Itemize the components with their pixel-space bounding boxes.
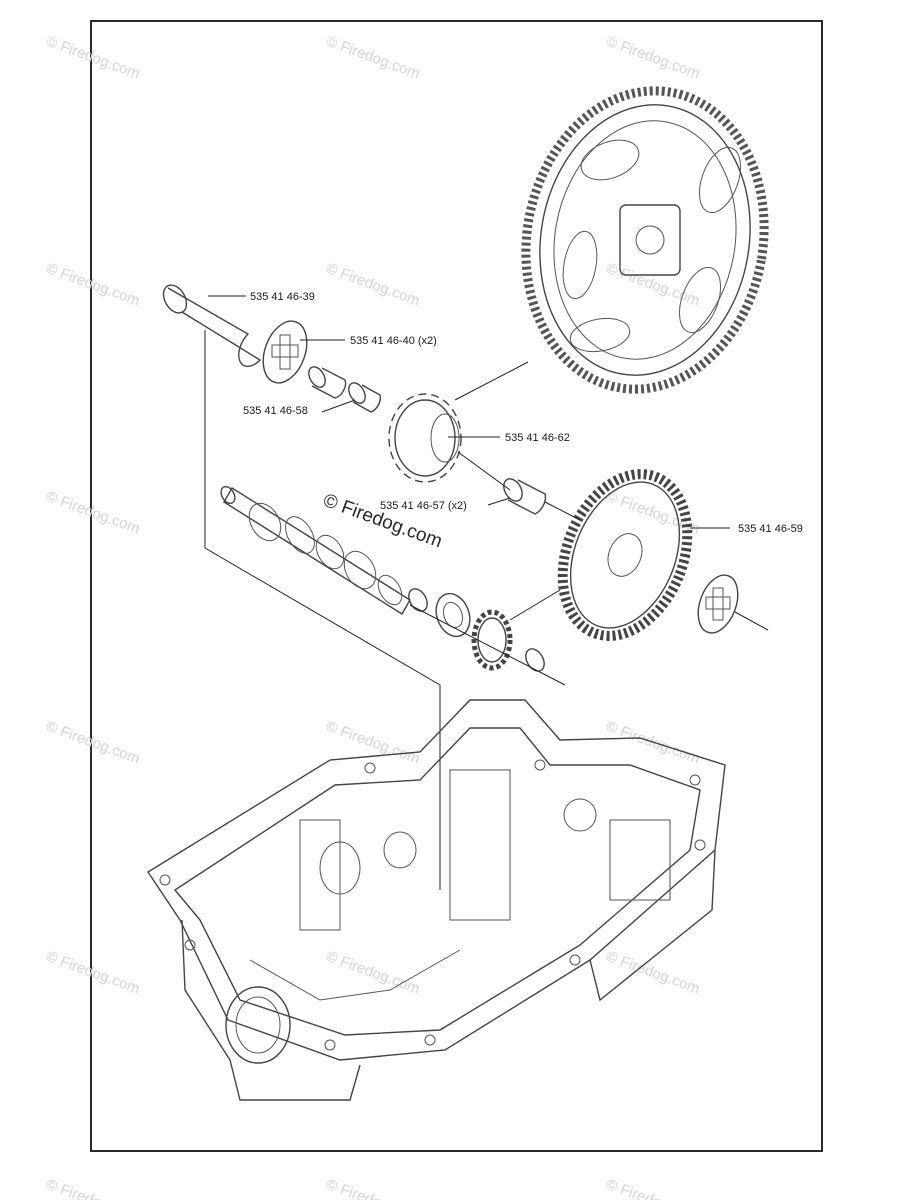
- label-535-41-46-57: 535 41 46-57 (x2): [380, 500, 467, 512]
- watermark-tile: © Firedog.com: [324, 948, 422, 998]
- part-labels: 535 41 46-39 535 41 46-40 (x2) 535 41 46…: [243, 291, 803, 535]
- watermark-tile: © Firedog.com: [44, 718, 142, 768]
- crankcase-housing: [147, 699, 726, 1101]
- label-535-41-46-62: 535 41 46-62: [505, 432, 570, 444]
- pinion-gear: [388, 393, 462, 483]
- watermark-tiles: © Firedog.com © Firedog.com © Firedog.co…: [44, 33, 702, 1200]
- bushing-long: [503, 478, 547, 515]
- large-spur-gear: [521, 86, 769, 394]
- watermark-tile: © Firedog.com: [324, 718, 422, 768]
- thrust-washer-right: [697, 574, 739, 634]
- ball-bearing: [435, 592, 471, 638]
- clip-lower: [525, 648, 545, 672]
- label-535-41-46-40: 535 41 46-40 (x2): [350, 335, 437, 347]
- watermark-tile: © Firedog.com: [44, 33, 142, 83]
- watermark-tile: © Firedog.com: [44, 260, 142, 310]
- label-535-41-46-58: 535 41 46-58: [243, 405, 308, 417]
- watermark-tile: © Firedog.com: [44, 1176, 142, 1200]
- assembly-lines: [204, 330, 769, 890]
- watermark-tile: © Firedog.com: [604, 948, 702, 998]
- watermark-tile: © Firedog.com: [44, 948, 142, 998]
- small-gear: [471, 609, 513, 671]
- camshaft: [220, 485, 411, 615]
- watermark-tile: © Firedog.com: [324, 1176, 422, 1200]
- diagram-frame: [90, 20, 823, 1152]
- watermark-tile: © Firedog.com: [604, 33, 702, 83]
- ring-gear: [557, 469, 693, 641]
- label-leaders: [208, 295, 730, 529]
- thrust-washer: [262, 320, 308, 384]
- label-535-41-46-39: 535 41 46-39: [250, 291, 315, 303]
- bushing-small: [308, 366, 382, 413]
- watermark-tile: © Firedog.com: [44, 488, 142, 538]
- label-535-41-46-59: 535 41 46-59: [738, 523, 803, 535]
- watermark-tile: © Firedog.com: [324, 33, 422, 83]
- watermark-tile: © Firedog.com: [324, 260, 422, 310]
- clip-upper: [408, 588, 428, 612]
- shaft-tube: [162, 284, 262, 368]
- watermark-tile: © Firedog.com: [604, 1176, 702, 1200]
